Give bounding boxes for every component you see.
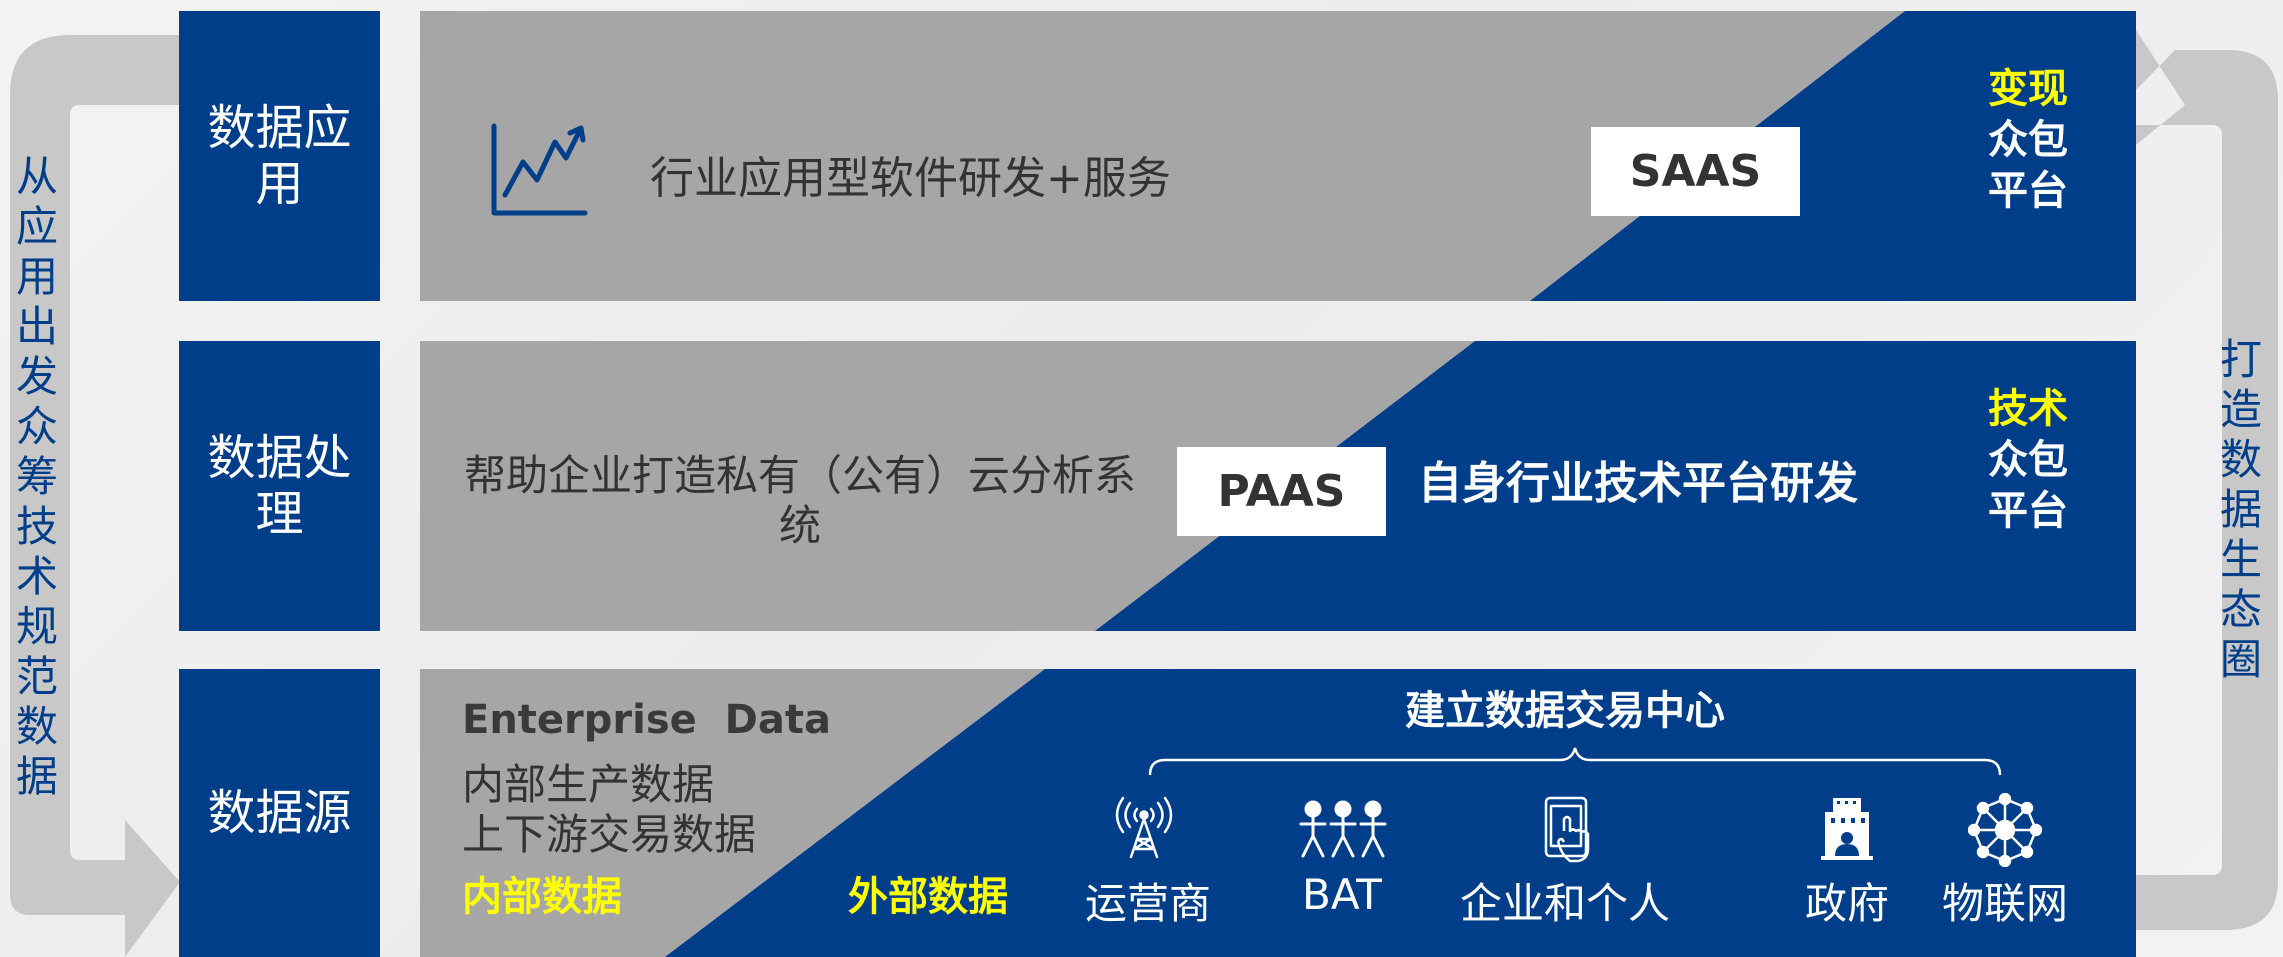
- government-building-icon: [1821, 798, 1873, 860]
- row2-tag-line3: 平台: [1988, 488, 2068, 534]
- source-label-carrier: 运营商: [1084, 879, 1211, 928]
- left-loop-caption: 从应用出发 众筹技术 规范数据: [15, 152, 58, 801]
- people-group-icon: [1299, 800, 1387, 858]
- external-data-label: 外部数据: [848, 874, 1008, 920]
- row1-side-tag: 变现 众包 平台: [1978, 64, 2078, 217]
- row2-description: 帮助企业打造私有（公有）云分析系统: [463, 451, 1136, 550]
- row1-tag-line1: 变现: [1988, 66, 2068, 112]
- row3-diagonal: [665, 669, 2136, 957]
- enterprise-line-1: 内部生产数据: [462, 760, 715, 809]
- radio-tower-icon: [1115, 796, 1173, 859]
- row1-tag-line2: 众包: [1988, 117, 2068, 163]
- row1-description: 行业应用型软件研发+服务: [650, 153, 1171, 204]
- data-center-brace: [1148, 747, 2002, 776]
- row2-label-box: 数据处理: [179, 341, 380, 631]
- row1-diagonal: [1530, 11, 2136, 301]
- paas-box: PAAS: [1177, 447, 1386, 536]
- right-loop-caption: 打造数据生态圈: [2219, 335, 2262, 684]
- paas-label: PAAS: [1217, 466, 1346, 517]
- network-hub-icon: [1968, 793, 2042, 867]
- source-label-government: 政府: [1804, 879, 1889, 928]
- row2-platform-text: 自身行业技术平台研发: [1418, 458, 1858, 509]
- growth-chart-icon: [491, 123, 588, 216]
- source-label-enterprise-individual: 企业和个人: [1459, 879, 1670, 928]
- row2-tag-line2: 众包: [1988, 437, 2068, 483]
- source-label-bat: BAT: [1302, 870, 1382, 919]
- saas-label: SAAS: [1629, 146, 1762, 197]
- row2-label: 数据处理: [207, 430, 352, 542]
- internal-data-label: 内部数据: [462, 874, 622, 920]
- row1-tag-line3: 平台: [1988, 168, 2068, 214]
- left-loop-arrow: [10, 35, 180, 957]
- row2-tag-line1: 技术: [1988, 386, 2068, 432]
- row1-label: 数据应用: [207, 100, 352, 212]
- enterprise-line-2: 上下游交易数据: [462, 810, 757, 859]
- right-loop-arrow: [2136, 30, 2278, 930]
- row1-label-box: 数据应用: [179, 11, 380, 301]
- enterprise-data-title: Enterprise Data: [462, 697, 831, 743]
- row2-diagonal: [1095, 341, 2136, 631]
- row3-label: 数据源: [207, 785, 352, 841]
- row2-side-tag: 技术 众包 平台: [1978, 384, 2078, 537]
- row3-label-box: 数据源: [179, 669, 380, 957]
- data-exchange-title: 建立数据交易中心: [1405, 688, 1725, 734]
- source-label-iot: 物联网: [1941, 879, 2068, 928]
- saas-box: SAAS: [1591, 127, 1800, 216]
- tablet-touch-icon: [1544, 796, 1590, 863]
